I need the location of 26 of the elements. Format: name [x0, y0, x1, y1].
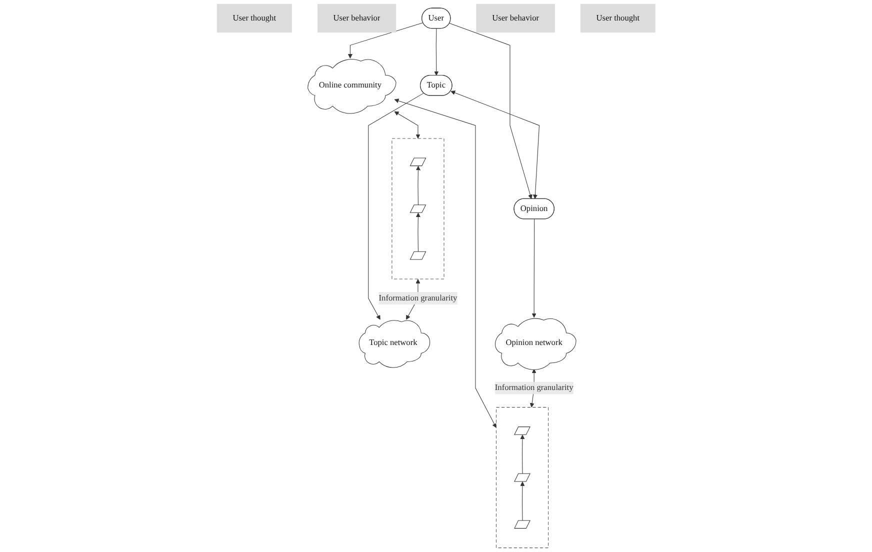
node-box: [216, 4, 292, 33]
arrow: [416, 166, 420, 206]
node-parallelogram: [514, 520, 530, 529]
arrow: [394, 98, 496, 428]
edge-label: Information granularity: [494, 383, 574, 392]
edge-label: Information granularity: [378, 294, 458, 302]
arrow: [450, 90, 540, 200]
arrow: [348, 22, 424, 58]
arrow: [434, 28, 438, 76]
diagram: Information granularity Information granularity Online community User thought User behavior User User behavior User thought Topic Opinion Topic network Opinion network: [212, 0, 660, 552]
arrow: [520, 434, 525, 474]
node-parallelogram: [514, 473, 530, 482]
node-parallelogram: [410, 251, 426, 260]
arrow: [449, 23, 532, 200]
arrow: [416, 212, 420, 252]
node-box: [476, 4, 555, 33]
cluster: [496, 407, 548, 548]
node-parallelogram: [514, 426, 530, 435]
arrow: [394, 111, 420, 139]
node-parallelogram: [410, 204, 426, 213]
node-box: [317, 4, 396, 33]
arrow: [520, 482, 525, 522]
arrow: [532, 218, 536, 318]
node-box: [580, 4, 656, 33]
node-parallelogram: [410, 158, 426, 166]
cluster: [392, 138, 444, 280]
